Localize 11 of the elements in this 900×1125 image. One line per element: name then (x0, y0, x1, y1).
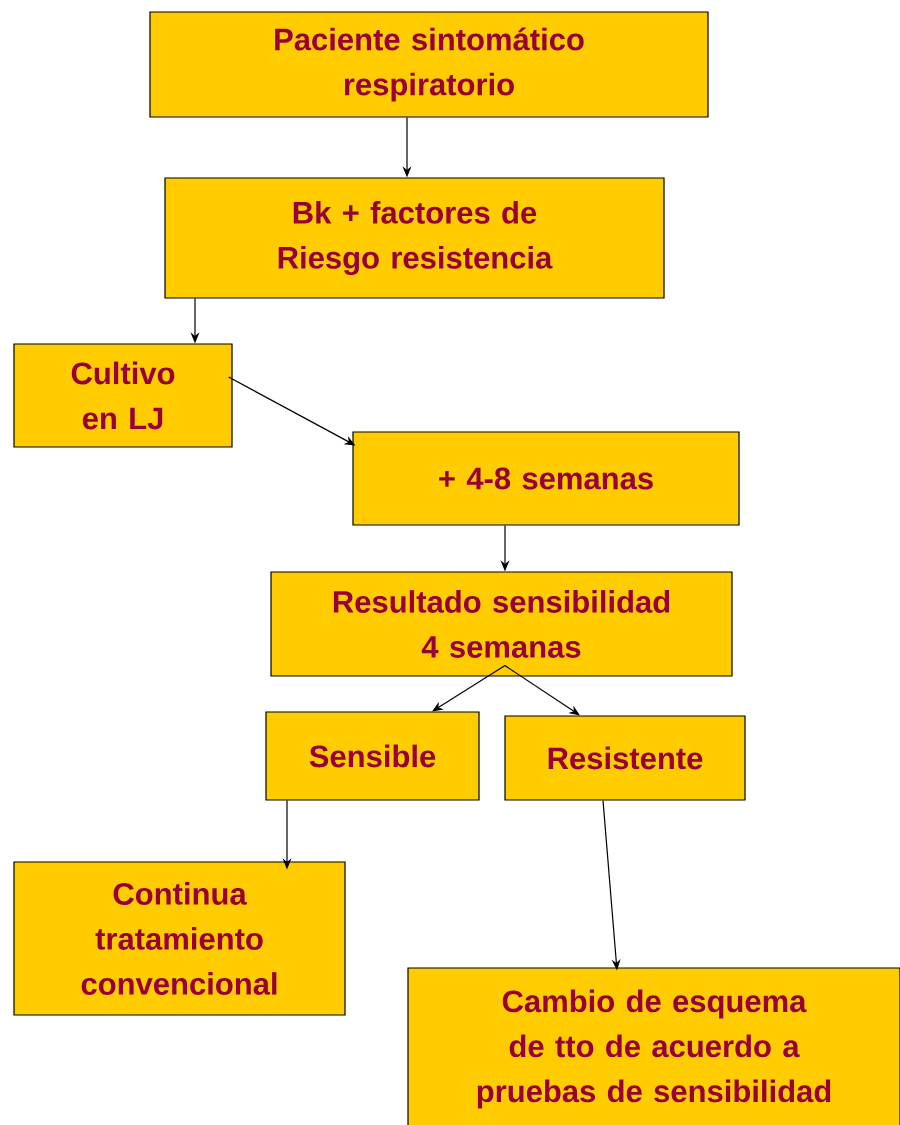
process-box: Resistente (504, 715, 746, 801)
process-box: Cultivo en LJ (13, 343, 233, 448)
arrow (504, 665, 580, 716)
process-box: Paciente sintomático respiratorio (149, 11, 709, 118)
process-box: Bk + factores de Riesgo resistencia (164, 177, 665, 299)
process-box: Sensible (265, 711, 480, 801)
process-box: + 4-8 semanas (352, 431, 740, 526)
process-box: Continua tratamiento convencional (13, 861, 346, 1016)
process-box: Resultado sensibilidad 4 semanas (270, 571, 733, 677)
process-box: Cambio de esquema de tto de acuerdo a pruebas de sensibilidad (407, 967, 900, 1125)
arrow (432, 665, 506, 712)
